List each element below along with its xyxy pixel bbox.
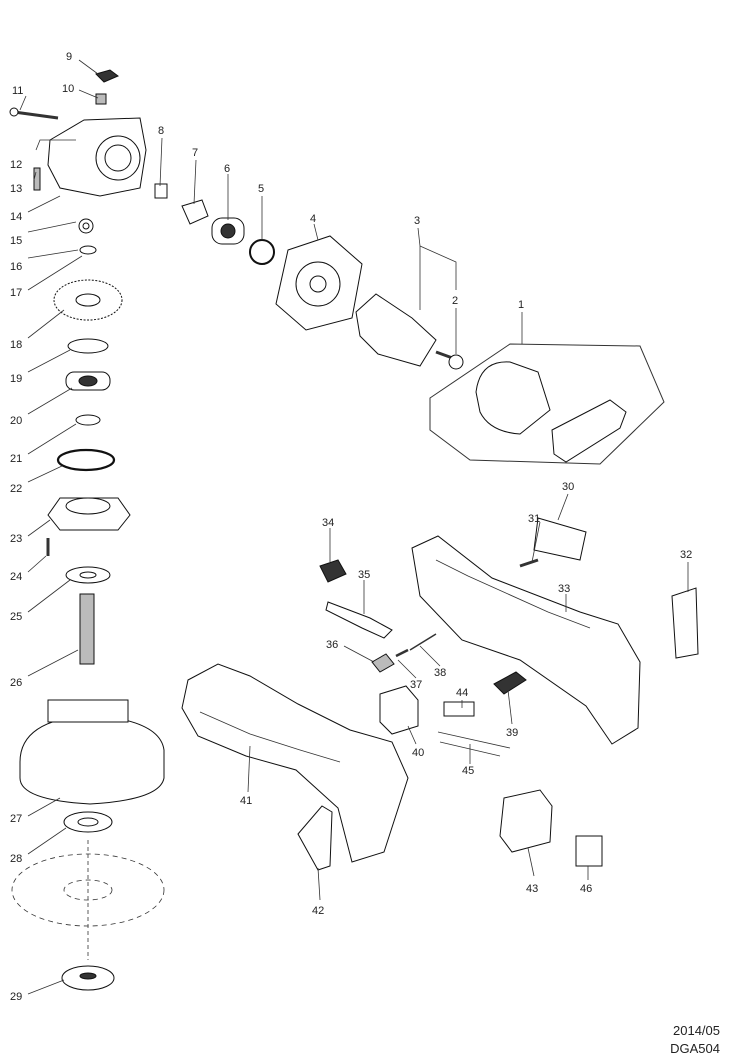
diagram-date: 2014/05 — [673, 1023, 720, 1038]
part-label-35: 35 — [358, 569, 370, 581]
armature-assembly — [154, 183, 665, 465]
part-label-20: 20 — [10, 415, 22, 427]
part-label-3: 3 — [414, 215, 420, 227]
part-label-10: 10 — [62, 83, 74, 95]
model-number: DGA504 — [670, 1041, 720, 1056]
part-label-13: 13 — [10, 183, 22, 195]
part-label-7: 7 — [192, 147, 198, 159]
part-label-45: 45 — [462, 765, 474, 777]
part-label-42: 42 — [312, 905, 324, 917]
part-label-29: 29 — [10, 991, 22, 1003]
part-label-27: 27 — [10, 813, 22, 825]
part-label-44: 44 — [456, 687, 468, 699]
handle-housing-assembly — [181, 663, 603, 871]
part-label-11: 11 — [12, 85, 23, 97]
part-label-22: 22 — [10, 483, 22, 495]
part-label-26: 26 — [10, 677, 22, 689]
part-label-1: 1 — [518, 299, 524, 311]
part-label-32: 32 — [680, 549, 692, 561]
part-label-40: 40 — [412, 747, 424, 759]
part-label-12: 12 — [10, 159, 22, 171]
part-label-37: 37 — [410, 679, 422, 691]
part-label-24: 24 — [10, 571, 22, 583]
part-label-25: 25 — [10, 611, 22, 623]
part-label-31: 31 — [528, 513, 540, 525]
part-label-6: 6 — [224, 163, 230, 175]
part-label-28: 28 — [10, 853, 22, 865]
gear-housing-assembly — [9, 69, 165, 991]
part-label-30: 30 — [562, 481, 574, 493]
part-label-46: 46 — [580, 883, 592, 895]
motor-housing-assembly — [319, 517, 699, 757]
part-label-38: 38 — [434, 667, 446, 679]
part-label-33: 33 — [558, 583, 570, 595]
part-label-17: 17 — [10, 287, 22, 299]
part-label-5: 5 — [258, 183, 264, 195]
part-label-19: 19 — [10, 373, 22, 385]
part-number-labels: 1 2 3 4 5 6 7 8 9 10 11 12 13 14 15 16 1… — [10, 51, 692, 1003]
part-label-39: 39 — [506, 727, 518, 739]
part-label-4: 4 — [310, 213, 316, 225]
part-label-8: 8 — [158, 125, 164, 137]
part-label-18: 18 — [10, 339, 22, 351]
part-label-15: 15 — [10, 235, 22, 247]
part-label-16: 16 — [10, 261, 22, 273]
part-label-23: 23 — [10, 533, 22, 545]
part-label-41: 41 — [240, 795, 252, 807]
part-label-36: 36 — [326, 639, 338, 651]
part-label-14: 14 — [10, 211, 22, 223]
leader-lines — [19, 59, 689, 995]
part-label-9: 9 — [66, 51, 72, 63]
part-label-34: 34 — [322, 517, 334, 529]
part-label-2: 2 — [452, 295, 458, 307]
part-label-43: 43 — [526, 883, 538, 895]
part-label-21: 21 — [10, 453, 22, 465]
